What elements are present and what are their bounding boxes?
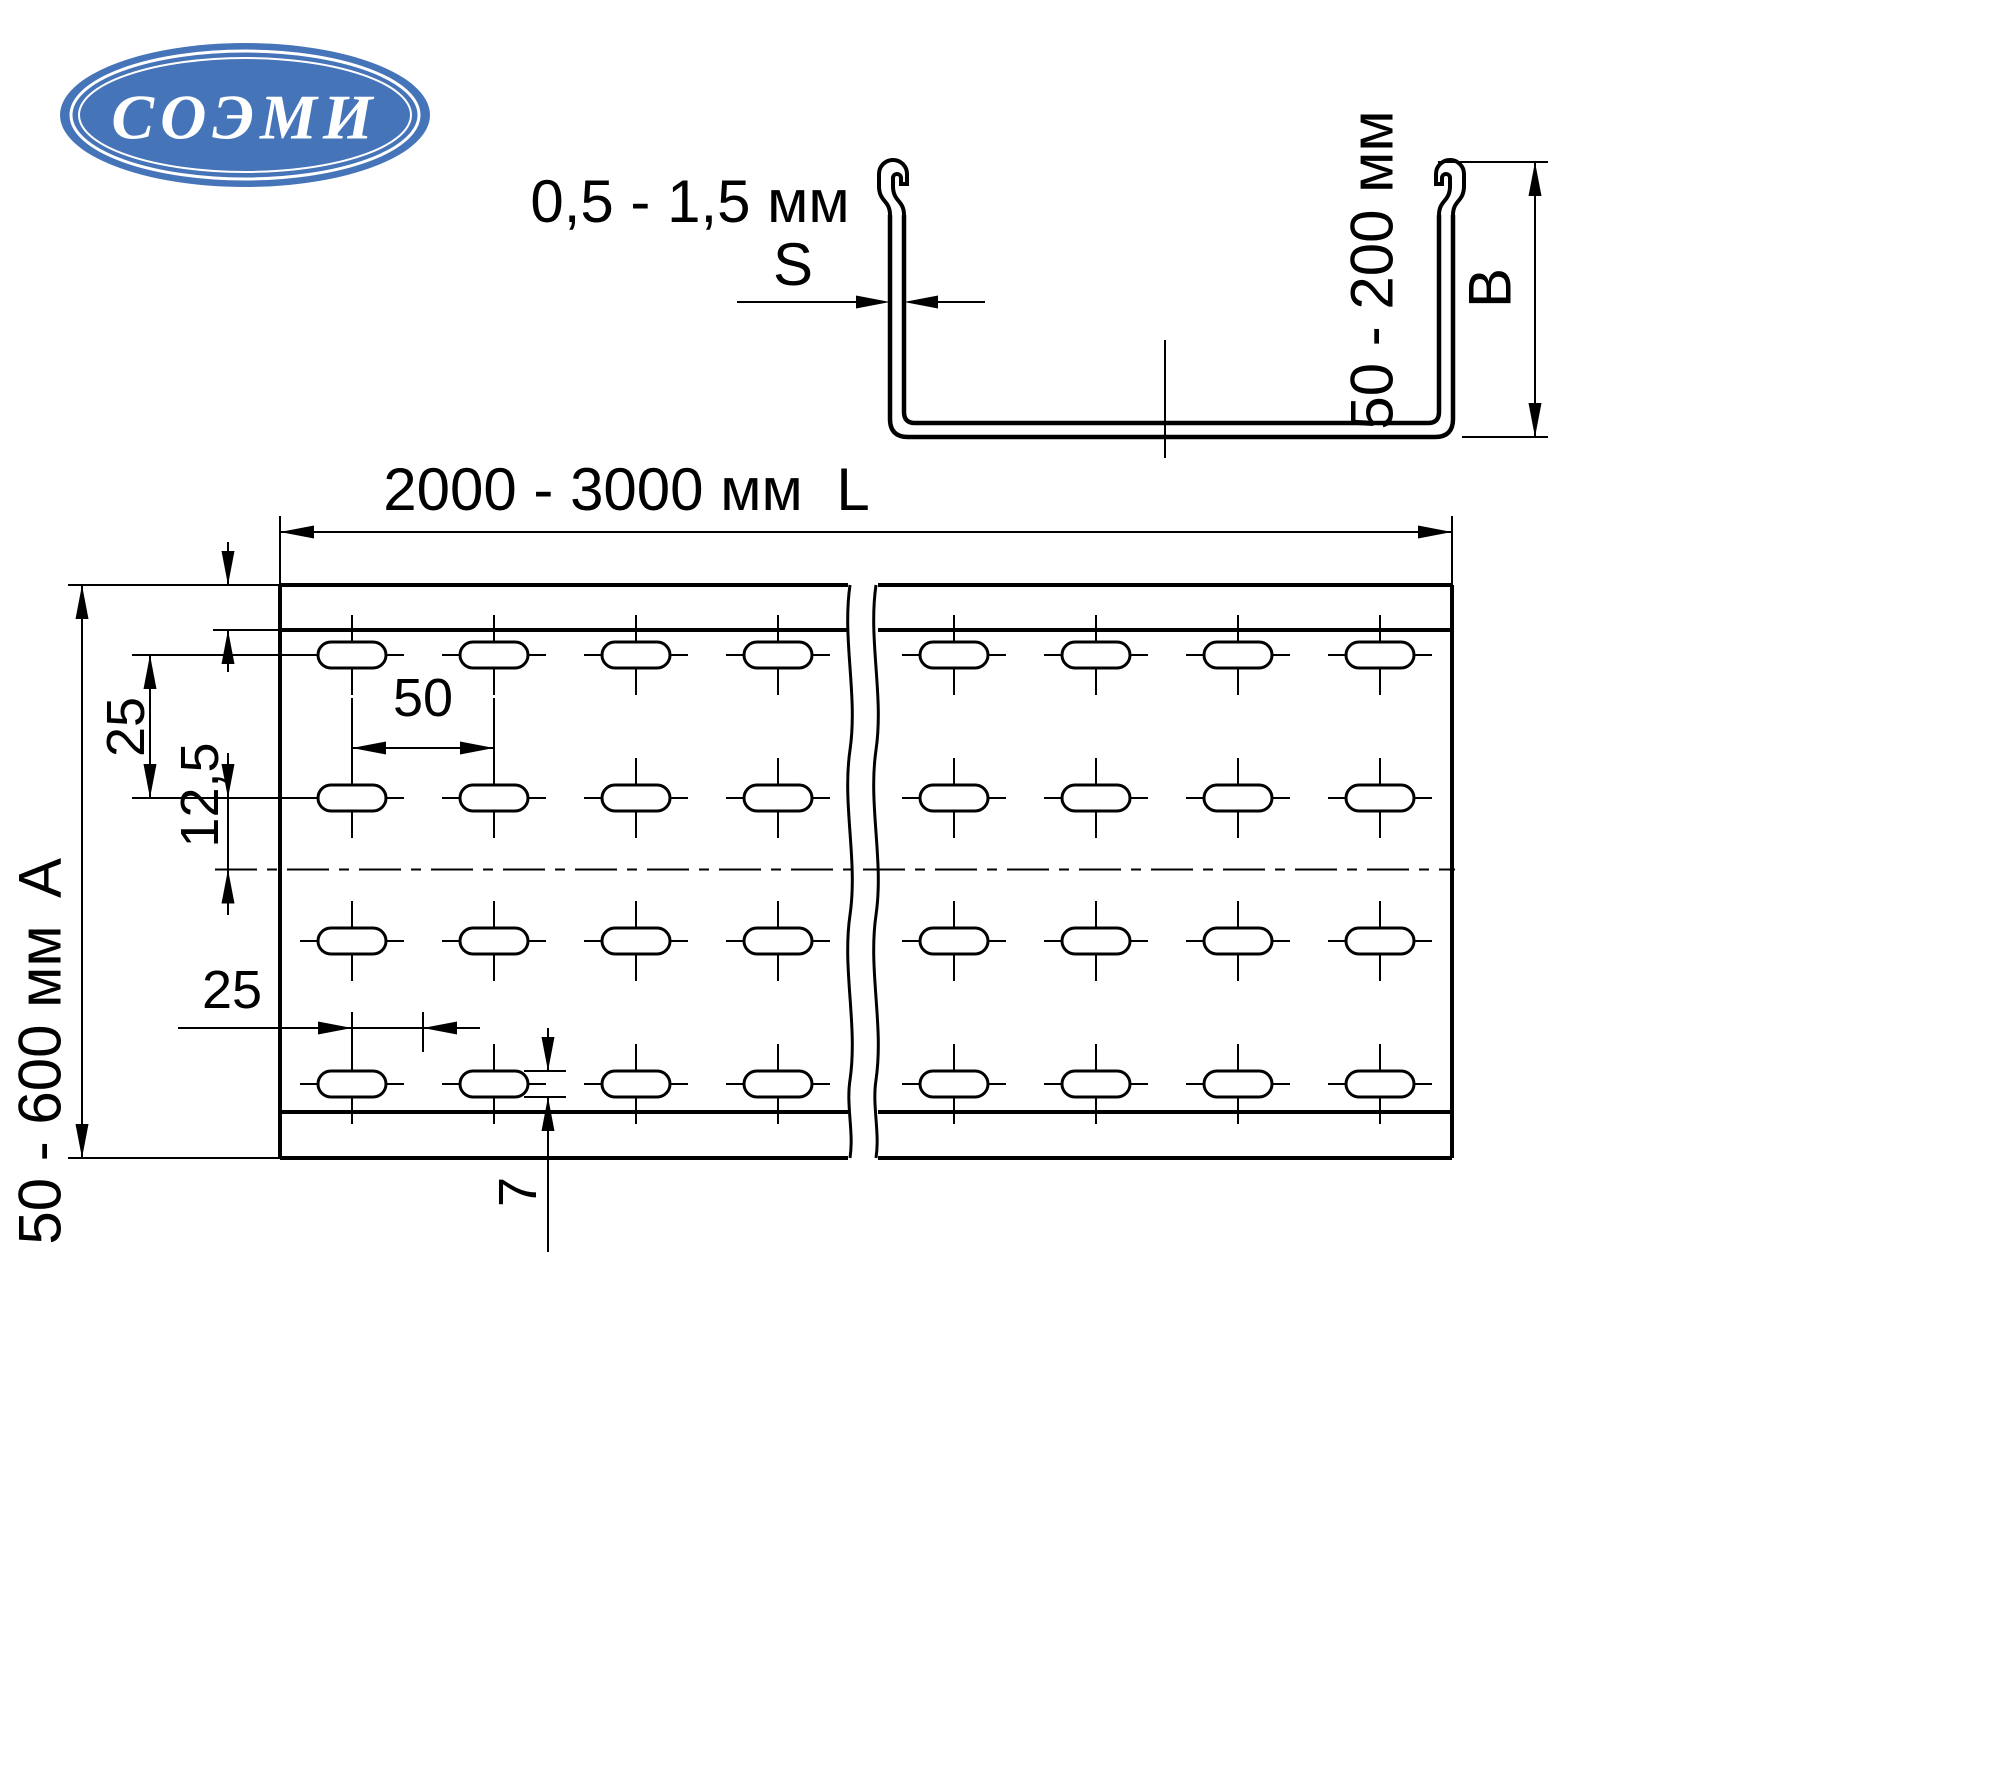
dim-flange-arrow-top: [221, 551, 235, 585]
dim-a-arrow-bottom: [75, 1124, 89, 1158]
dim-a-arrow-top: [75, 585, 89, 619]
height-range-label: 50 - 200 мм: [1339, 110, 1406, 429]
profile-outer-line: [887, 215, 1456, 440]
width-symbol-label: А: [7, 858, 74, 898]
dim-s-left-arrow: [856, 295, 890, 309]
dim-b-arrow-top: [1528, 162, 1542, 196]
logo-ring-outer: [69, 49, 421, 181]
dim-b-arrow-bottom: [1528, 403, 1542, 437]
slot-width-label: 7: [488, 1177, 548, 1207]
dim-25-arrow-top: [143, 655, 157, 689]
company-logo: СОЭМИ: [60, 43, 430, 187]
section-view: 0,5 - 1,5 мм S 50 - 200 мм В: [530, 110, 1548, 458]
dim-flange-arrow-bottom: [221, 630, 235, 664]
plan-view: 2000 - 3000 мм L А 50 - 600 мм 25 12,5: [7, 456, 1455, 1252]
logo-text: СОЭМИ: [111, 82, 378, 153]
dim-25b-arrow-right: [423, 1021, 457, 1035]
length-range-label: 2000 - 3000 мм: [383, 456, 802, 523]
logo-ellipse: [60, 43, 430, 187]
height-symbol-label: В: [1457, 268, 1524, 308]
profile-right-hook: [1434, 158, 1466, 216]
dim-l-arrow-left: [280, 525, 314, 539]
thickness-symbol-label: S: [773, 231, 813, 298]
dim-125-arrow-top: [221, 764, 235, 798]
slot-pitch-label: 50: [393, 668, 453, 728]
dim-125-arrow-bottom: [221, 869, 235, 904]
break-line-left: [846, 584, 854, 1159]
logo-ring-inner: [78, 57, 412, 173]
dim-s-right-arrow: [904, 295, 938, 309]
width-range-label: 50 - 600 мм: [7, 925, 74, 1244]
dim-50-arrow-left: [352, 741, 386, 755]
dim-25-arrow-bottom: [143, 764, 157, 798]
profile-left-hook: [877, 158, 909, 216]
dim-7-arrow-bottom: [541, 1097, 555, 1131]
dim-l-arrow-right: [1418, 525, 1452, 539]
dim-50-arrow-right: [460, 741, 494, 755]
profile-inner-line: [901, 215, 1442, 426]
dim-7-arrow-top: [541, 1037, 555, 1071]
slot-stagger-label: 25: [202, 960, 262, 1020]
thickness-range-label: 0,5 - 1,5 мм: [530, 168, 849, 235]
row-spacing-label: 25: [96, 697, 156, 757]
dim-25b-arrow-left: [318, 1021, 352, 1035]
row-offset-label: 12,5: [170, 742, 230, 847]
break-line-right: [872, 584, 880, 1159]
length-symbol-label: L: [836, 456, 869, 523]
